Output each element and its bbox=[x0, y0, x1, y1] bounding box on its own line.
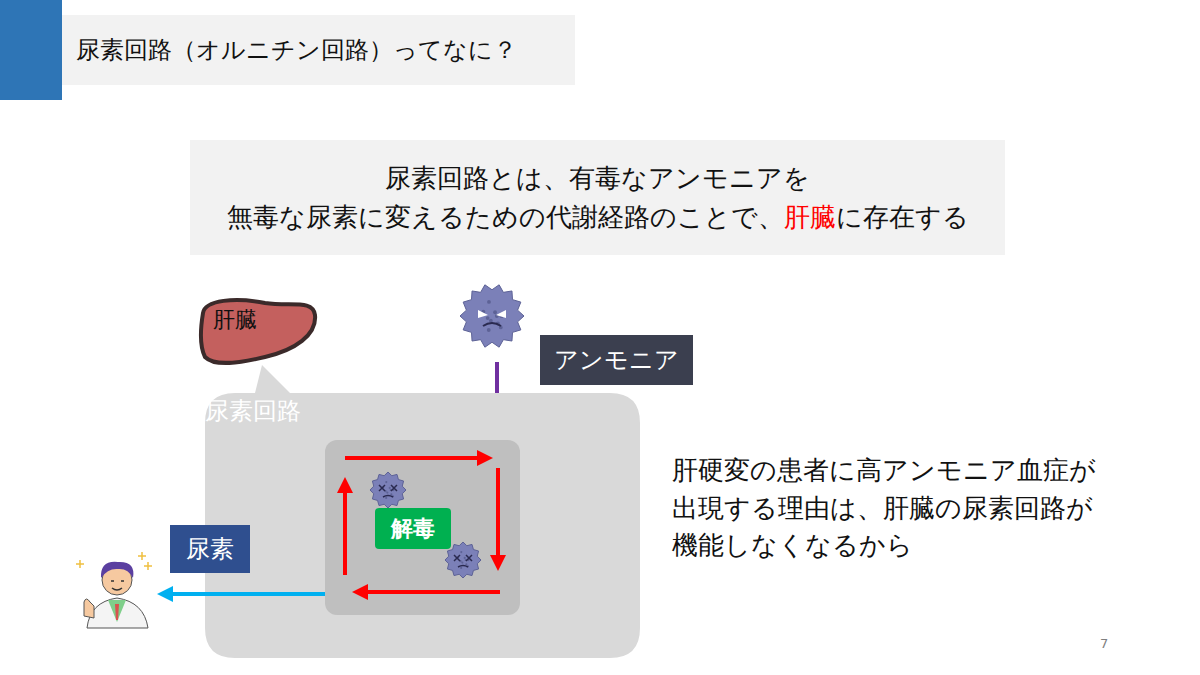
virus-body bbox=[370, 472, 406, 508]
doctor-shirt bbox=[108, 600, 126, 622]
doctor-face bbox=[111, 581, 124, 590]
virus-spot bbox=[486, 316, 490, 320]
virus-eye bbox=[478, 310, 488, 318]
sparkle bbox=[138, 552, 146, 560]
cycle-arrow bbox=[496, 468, 500, 563]
virus-eye-x bbox=[454, 555, 460, 561]
page-number: 7 bbox=[1100, 636, 1108, 652]
accent-bar bbox=[0, 0, 62, 100]
definition-box: 尿素回路とは、有毒なアンモニアを 無毒な尿素に変えるための代謝経路のことで、肝臓… bbox=[190, 140, 1005, 255]
liver-svg bbox=[195, 295, 320, 370]
virus-spot bbox=[390, 493, 392, 495]
title-text: 尿素回路（オルニチン回路）ってなに？ bbox=[76, 34, 517, 66]
region-tag: 尿素回路 bbox=[205, 397, 301, 425]
virus-spot bbox=[386, 492, 388, 494]
node-text: アンモニア bbox=[554, 342, 679, 378]
explanation-note: 肝硬変の患者に高アンモニア血症が 出現する理由は、肝臓の尿素回路が 機能しなくな… bbox=[672, 452, 1096, 565]
doctor-figure bbox=[76, 552, 152, 628]
cycle-arrow bbox=[360, 590, 500, 594]
small-viruses bbox=[370, 472, 481, 578]
cycle-arrow bbox=[345, 456, 485, 460]
urea-arrow bbox=[165, 592, 325, 596]
sparkle bbox=[76, 560, 84, 568]
doctor-hair bbox=[101, 562, 133, 578]
virus-eye-x bbox=[391, 485, 397, 491]
node-text: 尿素回路とは、有毒なアンモニアを 無毒な尿素に変えるための代謝経路のことで、肝臓… bbox=[227, 159, 969, 237]
ammonia-label-box: アンモニア bbox=[540, 335, 693, 385]
virus-spot bbox=[385, 481, 387, 483]
virus-mouth bbox=[458, 566, 468, 568]
virus-spot bbox=[465, 563, 467, 565]
virus-spot bbox=[385, 497, 387, 499]
virus-eye-x bbox=[466, 555, 472, 561]
virus-spot bbox=[461, 562, 463, 564]
cycle-square bbox=[325, 440, 520, 615]
virus-eye-x bbox=[379, 485, 385, 491]
virus-body bbox=[445, 542, 481, 578]
doctor-thumb bbox=[84, 599, 94, 618]
virus-mouth bbox=[483, 323, 501, 326]
node-text: 解毒 bbox=[375, 508, 451, 549]
virus-body bbox=[460, 285, 524, 347]
virus-eye bbox=[496, 310, 506, 318]
title-box: 尿素回路（オルニチン回路）ってなに？ bbox=[62, 15, 575, 85]
virus-spot bbox=[493, 310, 497, 314]
virus-spot bbox=[487, 328, 491, 332]
virus-spot bbox=[460, 551, 462, 553]
virus-spot bbox=[487, 300, 491, 304]
virus-mouth bbox=[383, 496, 393, 498]
node-text: 尿素 bbox=[186, 531, 234, 567]
doctor-coat bbox=[87, 598, 148, 628]
doctor-tie bbox=[115, 604, 119, 620]
cycle-arrow bbox=[343, 485, 347, 575]
virus-spot bbox=[389, 487, 391, 489]
liver-shape: 肝臓 bbox=[195, 295, 320, 370]
sparkle bbox=[144, 562, 152, 570]
virus-spot bbox=[460, 567, 462, 569]
ammonia-virus bbox=[460, 285, 524, 347]
speech-bubble bbox=[205, 365, 640, 658]
virus-spot bbox=[464, 557, 466, 559]
urea-cycle-region: 解毒 尿素回路 bbox=[205, 393, 640, 658]
liver-outline bbox=[201, 300, 315, 363]
urea-label-box: 尿素 bbox=[170, 525, 250, 573]
node-text: 肝臓 bbox=[213, 307, 257, 333]
